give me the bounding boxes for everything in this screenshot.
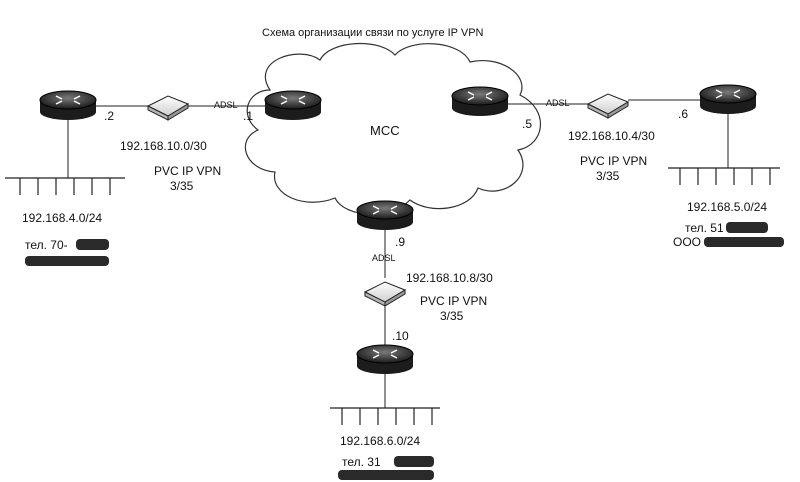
router-left-icon: [39, 90, 97, 120]
ip-suffix-right-router: .6: [678, 107, 688, 121]
pvc-value-bottom: 3/35: [440, 309, 464, 323]
lan-bar-left: [5, 177, 125, 195]
phone-left: тел. 70-: [25, 238, 68, 252]
modem-right-icon: [586, 93, 630, 119]
network-left: 192.168.4.0/24: [22, 211, 102, 225]
adsl-label-left: ADSL: [214, 100, 238, 110]
router-bottom-icon: [356, 344, 414, 374]
ip-suffix-bottom-router: .10: [392, 329, 409, 343]
redacted-org-right: [704, 237, 784, 247]
network-bottom: 192.168.6.0/24: [340, 434, 420, 448]
link-subnet-left: 192.168.10.0/30: [120, 139, 207, 153]
pvc-label-left: PVC IP VPN: [154, 164, 221, 178]
redacted-org-bottom: [338, 470, 434, 480]
link-subnet-bottom: 192.168.10.8/30: [406, 271, 493, 285]
router-core-bottom-icon: [356, 200, 414, 230]
modem-bottom-icon: [363, 281, 407, 307]
router-core-right-icon: [451, 86, 509, 116]
phone-right: тел. 51: [685, 221, 724, 235]
ip-suffix-left-router: .2: [104, 109, 114, 123]
ip-suffix-bottom-core: .9: [395, 235, 405, 249]
lan-bar-bottom: [330, 407, 440, 425]
link-subnet-right: 192.168.10.4/30: [568, 129, 655, 143]
network-right: 192.168.5.0/24: [687, 200, 767, 214]
cloud-label: МСС: [370, 123, 400, 138]
ip-suffix-right-core: .5: [522, 117, 532, 131]
ip-suffix-left-core: .1: [243, 109, 253, 123]
pvc-value-right: 3/35: [596, 169, 620, 183]
pvc-value-left: 3/35: [170, 179, 194, 193]
pvc-label-bottom: PVC IP VPN: [420, 294, 487, 308]
modem-left-icon: [146, 95, 190, 121]
org-right: ООО: [673, 235, 701, 249]
router-right-icon: [699, 84, 757, 114]
router-core-left-icon: [264, 90, 322, 120]
redacted-phone-right: [726, 222, 768, 233]
pvc-label-right: PVC IP VPN: [580, 154, 647, 168]
redacted-phone-bottom: [394, 456, 434, 467]
adsl-label-bottom: ADSL: [372, 253, 396, 263]
lan-bar-right: [668, 167, 780, 185]
redacted-org-left: [25, 256, 109, 266]
diagram-title: Схема организации связи по услуге IP VPN: [262, 27, 484, 39]
redacted-phone-left: [76, 239, 109, 250]
phone-bottom: тел. 31: [342, 455, 381, 469]
adsl-label-right: ADSL: [546, 98, 570, 108]
mcc-cloud: [244, 43, 541, 215]
